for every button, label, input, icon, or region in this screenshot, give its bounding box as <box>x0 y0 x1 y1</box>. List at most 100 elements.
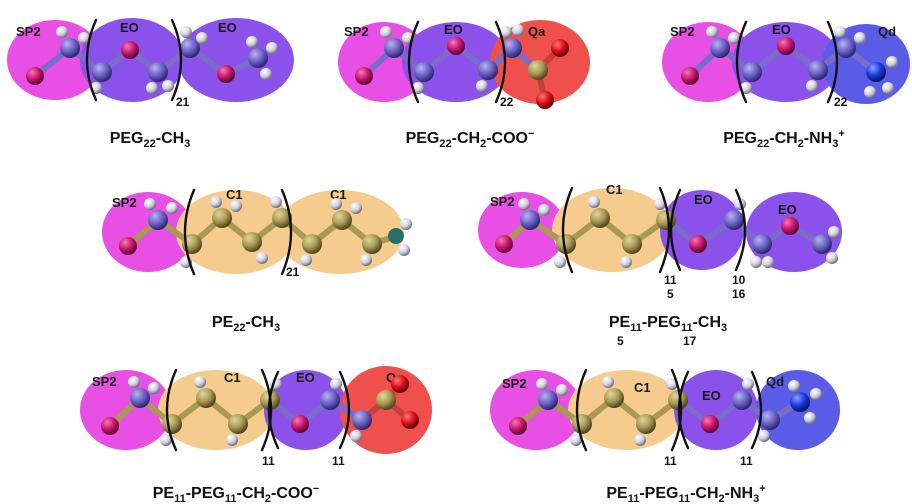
bead-label: Qa <box>528 24 546 39</box>
repeat-bracket-close <box>734 188 747 272</box>
repeat-bracket-open <box>85 18 98 102</box>
repeat-bracket-close <box>280 188 293 276</box>
atomistic-backbone <box>681 26 898 98</box>
molecule-caption: PE11-PEG11-CH2-COO− <box>153 483 320 504</box>
atom-hydrogen <box>554 256 566 268</box>
bead-label: SP2 <box>502 376 527 391</box>
bead-label: EO <box>120 20 139 35</box>
atom-carbon <box>148 62 168 82</box>
repeat-bracket-open <box>561 186 574 274</box>
atom-hydrogen <box>654 198 666 210</box>
atom-carbon <box>60 38 80 58</box>
bead-eo <box>674 370 758 450</box>
caption-subscript-alt: 17 <box>683 334 697 348</box>
atom-carbon <box>92 62 112 82</box>
atom-carbon <box>228 414 248 434</box>
panel-peg22-ch2-coo: SP2 EO Qa 22 PEG22-CH2-COO− <box>338 20 590 150</box>
atomistic-backbone <box>101 375 419 446</box>
atom-carbon <box>478 60 498 80</box>
repeat-bracket-close <box>750 370 763 450</box>
repeat-bracket-close <box>494 20 507 104</box>
atom-hydrogen <box>826 252 838 264</box>
repeat-count: 22 <box>834 95 848 109</box>
atom-oxygen <box>551 39 569 57</box>
atom-carbon <box>248 48 268 68</box>
atom-carbon <box>724 210 744 230</box>
atom-hydrogen <box>56 26 68 38</box>
panel-pe22-ch3: SP2 C1 C1 <box>102 187 412 334</box>
atom-carbon <box>572 414 592 434</box>
atom-carbon <box>604 388 624 408</box>
molecule-caption: PE11-PEG11-CH3 <box>609 314 727 334</box>
atom-hydrogen <box>810 388 822 400</box>
atom-carbon <box>742 62 762 82</box>
repeat-count: 16 <box>732 287 746 301</box>
bead-label: EO <box>702 388 721 403</box>
atom-hydrogen <box>128 376 140 388</box>
atom-carbon <box>352 410 372 430</box>
repeat-bracket-close <box>658 186 671 274</box>
atom-oxygen <box>26 67 44 85</box>
bead-label: EO <box>444 22 463 37</box>
repeat-bracket-close <box>260 368 273 452</box>
atom-carbon <box>590 208 610 228</box>
atom-hydrogen <box>762 256 774 268</box>
repeat-count: 21 <box>176 95 190 109</box>
atom-carbon <box>388 228 404 244</box>
atom-hydrogen <box>570 434 582 446</box>
molecule-caption: PEG22-CH2-COO− <box>406 128 535 150</box>
atom-hydrogen <box>330 198 342 210</box>
atom-hydrogen <box>400 218 412 230</box>
repeat-count: 11 <box>664 273 677 287</box>
atom-hydrogen <box>588 196 600 208</box>
atom-carbon <box>148 210 168 230</box>
atom-hydrogen <box>160 434 172 446</box>
repeat-bracket-open <box>575 368 588 452</box>
atomistic-backbone <box>355 24 569 109</box>
atom-oxygen <box>495 235 513 253</box>
atom-oxygen <box>681 67 699 85</box>
atom-hydrogen <box>828 226 840 238</box>
bead-label: SP2 <box>344 24 369 39</box>
atom-carbon <box>502 38 522 58</box>
repeat-bracket-close <box>338 370 351 450</box>
atom-hydrogen <box>602 376 614 388</box>
atom-carbon <box>320 390 340 410</box>
atom-hydrogen <box>350 430 362 442</box>
bead-label: C1 <box>606 182 623 197</box>
atom-hydrogen <box>518 198 530 210</box>
atom-oxygen <box>101 417 119 435</box>
bead-label: EO <box>694 192 713 207</box>
repeat-count: 11 <box>740 454 753 468</box>
atom-hydrogen <box>380 26 392 38</box>
repeat-count: 11 <box>332 454 345 468</box>
atomistic-backbone <box>26 26 278 94</box>
atom-carbon <box>668 390 688 410</box>
atom-oxygen <box>291 415 309 433</box>
atom-carbon <box>362 234 382 254</box>
atom-carbon <box>272 208 292 228</box>
atom-carbon <box>710 38 730 58</box>
atom-carbon <box>180 38 200 58</box>
caption-subscript-alt: 5 <box>617 334 624 348</box>
atom-hydrogen <box>148 382 160 394</box>
atom-oxygen <box>447 37 465 55</box>
panel-peg22-ch2-nh3: SP2 EO Qd 22 PEG22-CH2-NH3+ <box>662 20 910 150</box>
atom-hydrogen <box>758 430 770 442</box>
atom-carbon <box>414 62 434 82</box>
atom-nitrogen <box>866 62 886 82</box>
panel-pe11-peg11-ch3: SP2 C1 EO EO <box>478 182 842 348</box>
repeat-bracket-open <box>669 188 682 272</box>
atom-hydrogen <box>740 82 752 94</box>
atom-hydrogen <box>666 378 678 390</box>
atom-hydrogen <box>350 202 362 214</box>
atom-hydrogen <box>246 36 258 48</box>
repeat-count: 11 <box>664 454 677 468</box>
bead-label: EO <box>296 370 315 385</box>
atom-oxygen <box>781 217 799 235</box>
atom-hydrogen <box>804 412 816 424</box>
atom-carbon <box>384 38 404 58</box>
atom-carbon <box>636 414 656 434</box>
atom-hydrogen <box>300 254 312 266</box>
atom-hydrogen <box>270 196 282 208</box>
